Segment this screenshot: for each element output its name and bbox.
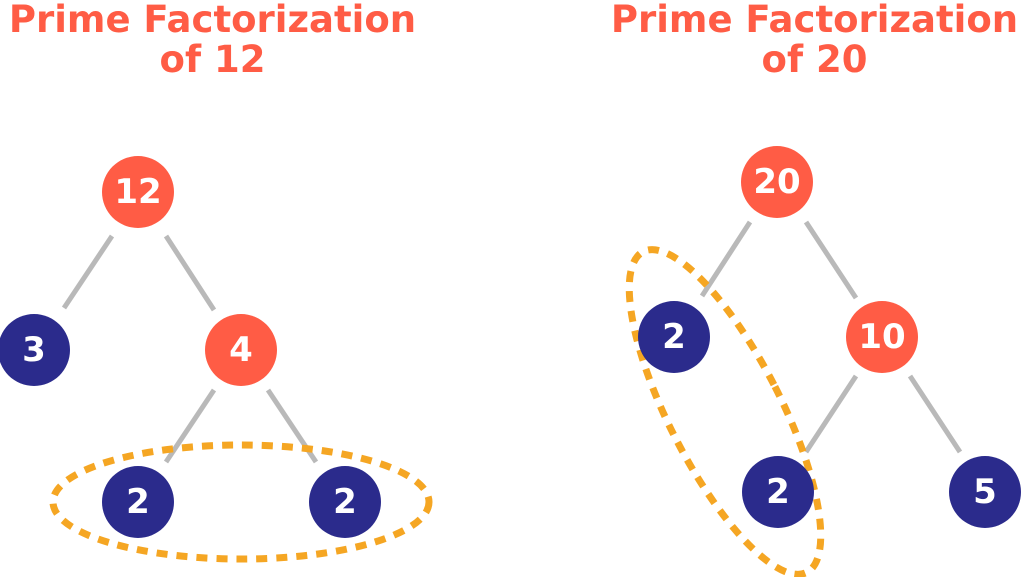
edge-20-to-2: [699, 220, 753, 298]
node-3: 3: [0, 314, 70, 386]
node-5-label: 5: [973, 472, 997, 512]
node-4: 4: [205, 314, 277, 386]
tree-12: 12 3 4 2 2: [0, 156, 433, 563]
edge-10-to-2: [803, 374, 859, 454]
node-12: 12: [102, 156, 174, 228]
highlight-ellipse-20: [625, 246, 825, 578]
tree-20: 20 2 10 2 5: [625, 146, 1021, 578]
node-10-label: 10: [858, 317, 905, 357]
node-2-second: 2: [742, 456, 814, 528]
node-2-right-label: 2: [333, 482, 357, 522]
edge-12-to-4: [163, 234, 217, 312]
title-12-line1: Prime Factorization: [8, 0, 417, 41]
highlight-ellipse-12: [49, 441, 433, 563]
title-12: Prime Factorization of 12: [0, 0, 425, 80]
node-4-label: 4: [229, 330, 253, 370]
node-2-left: 2: [102, 466, 174, 538]
node-2-second-label: 2: [766, 472, 790, 512]
edge-4-to-2a: [163, 388, 217, 464]
node-2-left-label: 2: [126, 482, 150, 522]
node-2-first-label: 2: [662, 317, 686, 357]
node-3-label: 3: [22, 330, 46, 370]
title-20: Prime Factorization of 20: [602, 0, 1024, 80]
edge-10-to-5: [907, 374, 963, 454]
title-20-line1: Prime Factorization: [610, 0, 1019, 41]
node-5: 5: [949, 456, 1021, 528]
node-12-label: 12: [114, 172, 161, 212]
node-20-label: 20: [753, 162, 800, 202]
edge-20-to-10: [803, 220, 859, 300]
node-2-first: 2: [638, 301, 710, 373]
node-10: 10: [846, 301, 918, 373]
node-2-right: 2: [309, 466, 381, 538]
edge-12-to-3: [61, 234, 115, 310]
node-20: 20: [741, 146, 813, 218]
title-20-line2: of 20: [761, 37, 868, 81]
title-12-line2: of 12: [159, 37, 266, 81]
